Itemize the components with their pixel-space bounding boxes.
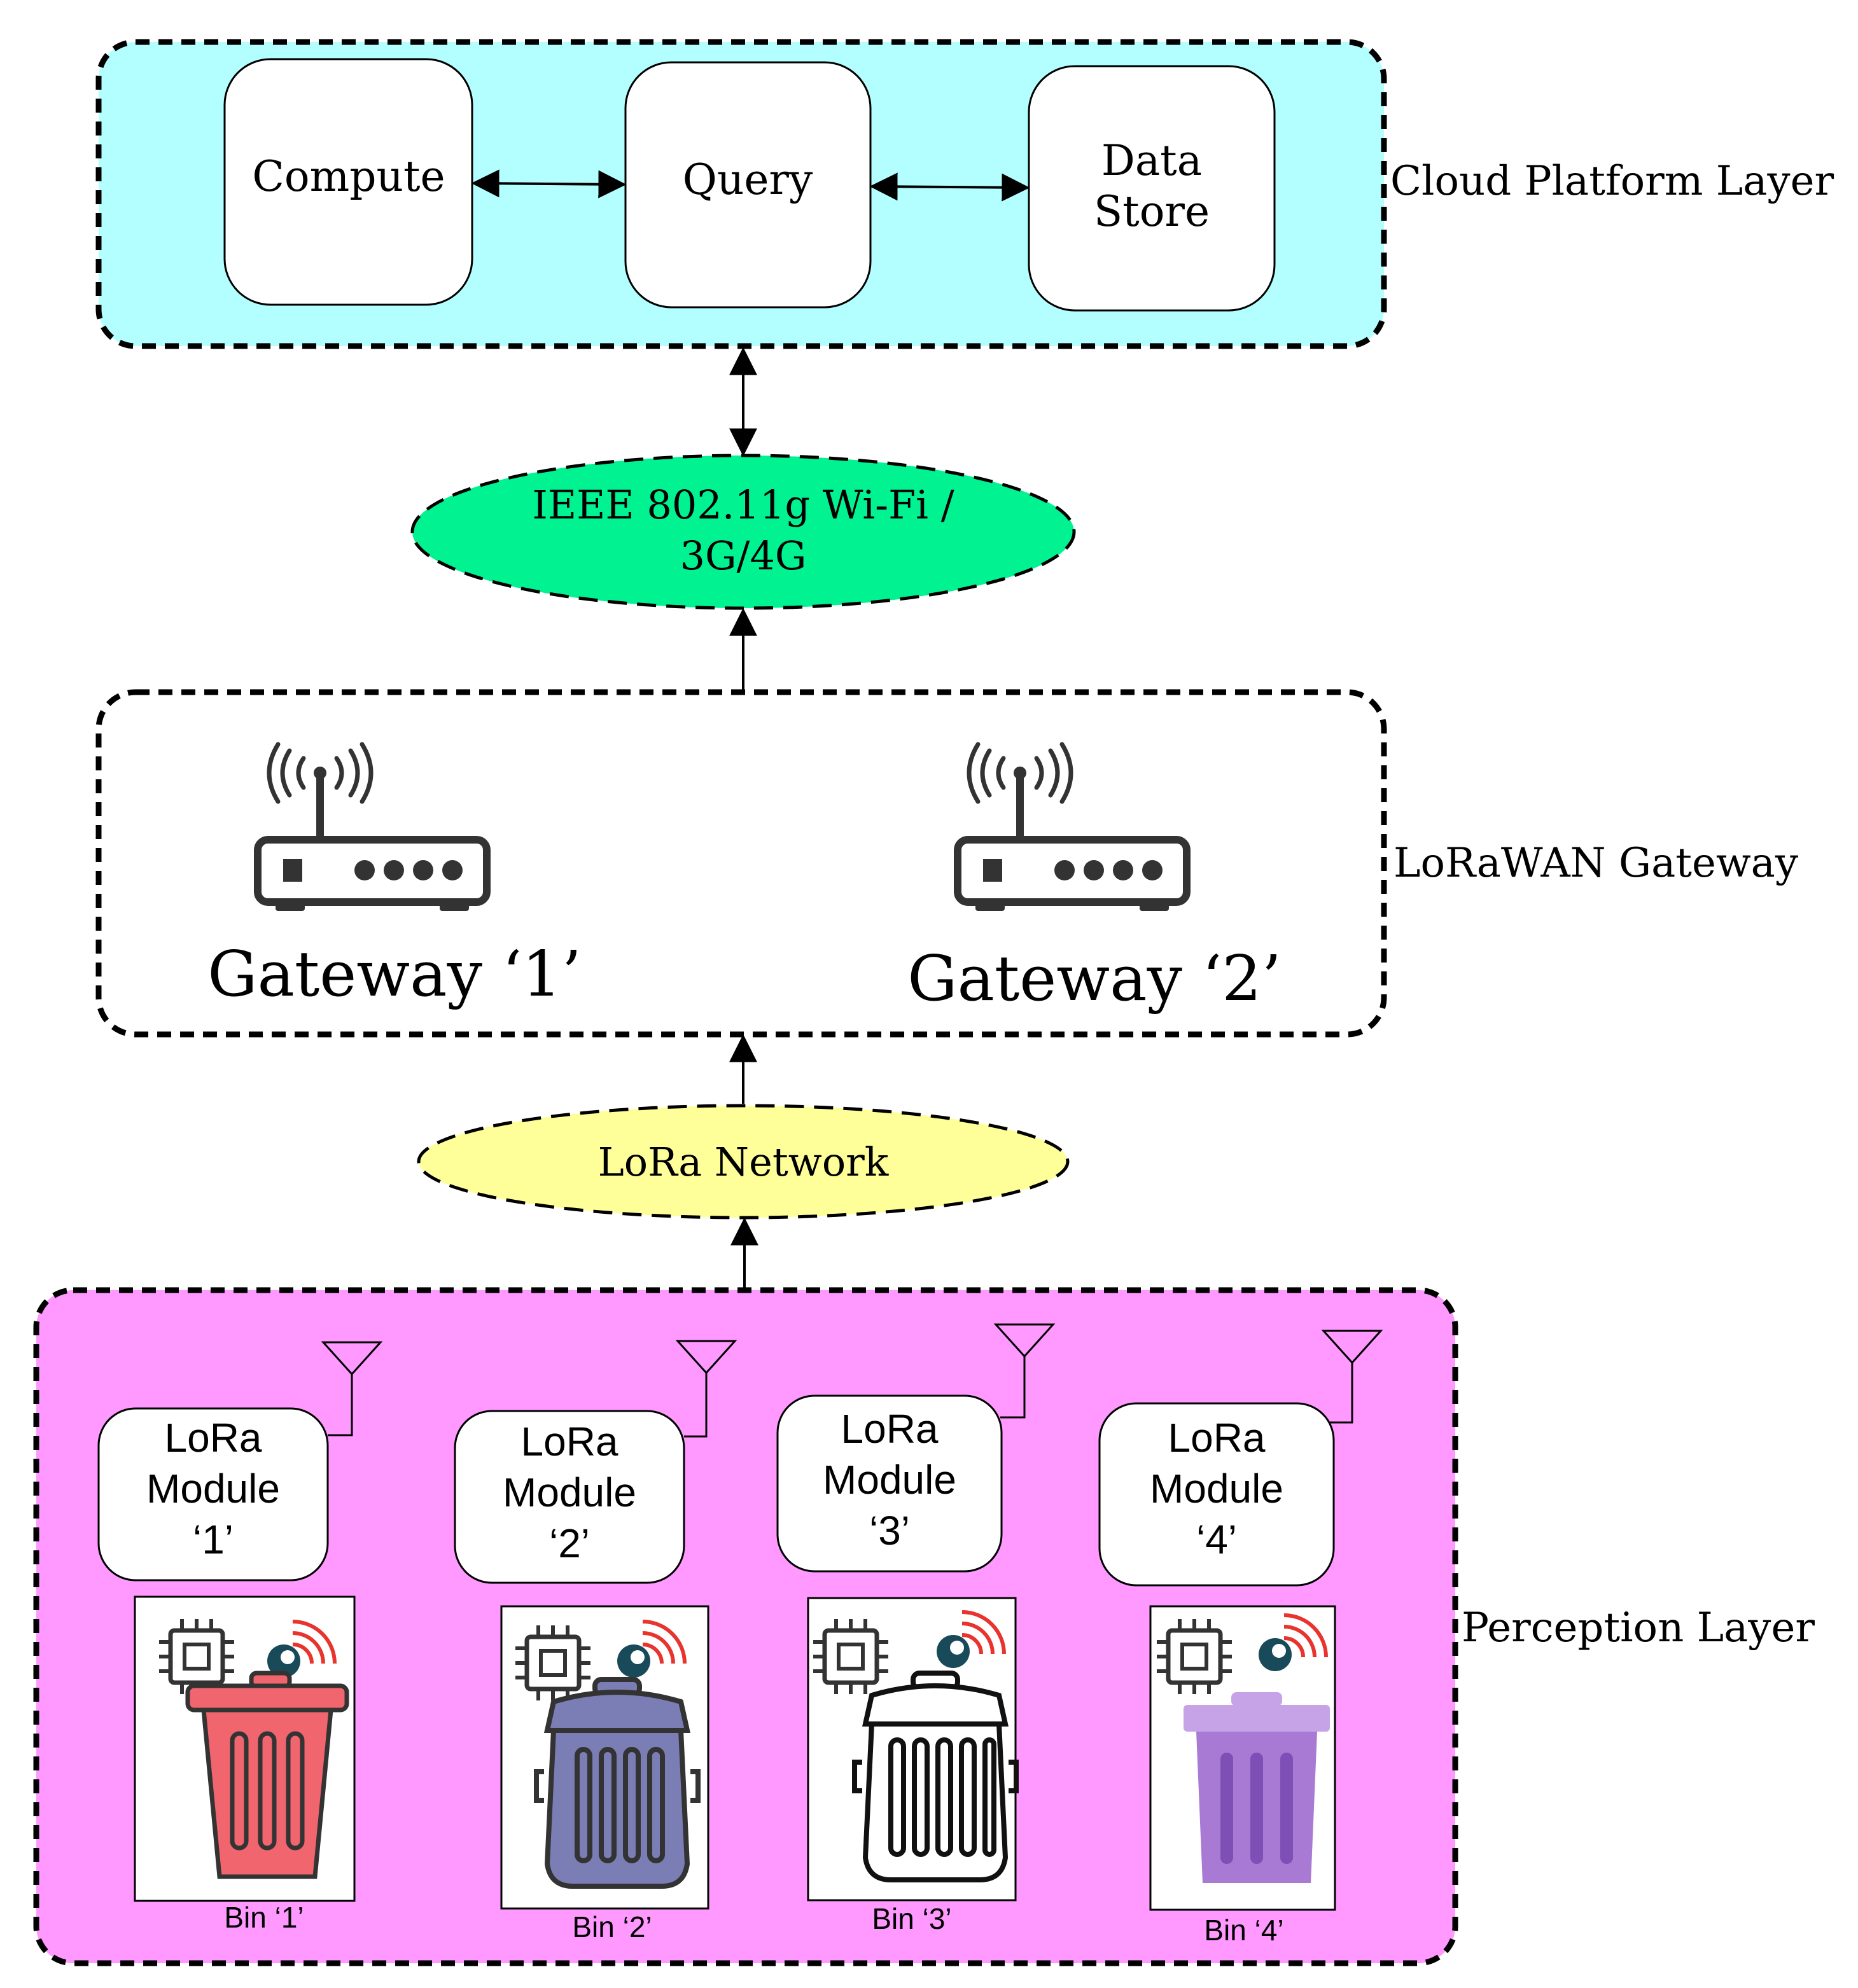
query-label: Query	[683, 155, 813, 204]
smart-bin-1[interactable]: Bin ‘1’	[134, 1595, 356, 1934]
wifi-cellular-network: IEEE 802.11g Wi-Fi / 3G/4G	[410, 454, 1076, 610]
query-node[interactable]: Query	[624, 61, 872, 309]
wifi-ellipse	[410, 454, 1076, 610]
perception-layer-label: Perception Layer	[1462, 1604, 1815, 1651]
wifi-label-line2: 3G/4G	[680, 532, 807, 579]
bin-4-label: Bin ‘4’	[1204, 1914, 1283, 1947]
query-datastore-arrow	[869, 172, 1030, 202]
lora-module-3[interactable]: LoRa Module ‘3’	[776, 1323, 1056, 1573]
trash-bin-icon	[534, 1677, 701, 1889]
module-2-line2: Module	[503, 1470, 636, 1515]
antenna-icon	[1321, 1330, 1383, 1424]
module-2-line1: LoRa	[521, 1419, 618, 1464]
bin-2-label: Bin ‘2’	[572, 1910, 652, 1943]
sensor-signal-icon	[937, 1610, 1006, 1668]
cloud-platform-layer: Compute Query Data Store Cloud Platform …	[95, 39, 1834, 349]
datastore-label-line1: Data	[1101, 136, 1202, 185]
perception-layer: Perception Layer LoRa Module ‘1’	[33, 1287, 1815, 1966]
gateway-layer-label: LoRaWAN Gateway	[1394, 840, 1798, 887]
wifi-router-icon	[254, 742, 491, 911]
lora-module-2[interactable]: LoRa Module ‘2’	[454, 1340, 737, 1584]
wifi-router-icon	[954, 742, 1191, 911]
compute-query-arrow	[471, 169, 627, 198]
bin-1-label: Bin ‘1’	[224, 1901, 304, 1934]
trash-bin-icon	[852, 1671, 1019, 1882]
sensor-signal-icon	[617, 1620, 687, 1678]
module-2-line3: ‘2’	[549, 1520, 590, 1566]
gateway-2-label: Gateway ‘2’	[907, 943, 1282, 1015]
module-1-line1: LoRa	[165, 1415, 262, 1461]
lora-network: LoRa Network	[417, 1104, 1070, 1220]
smart-bin-3[interactable]: Bin ‘3’	[807, 1597, 1019, 1935]
module-3-line1: LoRa	[841, 1406, 939, 1452]
module-4-line2: Module	[1150, 1466, 1283, 1512]
module-1-line2: Module	[146, 1466, 280, 1512]
compute-node[interactable]: Compute	[223, 58, 473, 306]
gateway-2[interactable]: Gateway ‘2’	[907, 742, 1282, 1015]
sensor-signal-icon	[267, 1620, 337, 1678]
gateway-1-label: Gateway ‘1’	[207, 938, 582, 1011]
module-1-line3: ‘1’	[193, 1517, 234, 1562]
gateway-1[interactable]: Gateway ‘1’	[207, 742, 582, 1011]
module-4-line3: ‘4’	[1196, 1517, 1237, 1562]
lora-network-label: LoRa Network	[598, 1139, 889, 1185]
sensor-signal-icon	[1259, 1613, 1328, 1671]
cloud-layer-label: Cloud Platform Layer	[1390, 158, 1834, 205]
lorawan-gateway-layer: Gateway ‘1’ Gateway ‘2’	[95, 689, 1798, 1038]
smart-bin-4[interactable]: Bin ‘4’	[1149, 1605, 1336, 1947]
chip-icon	[515, 1625, 590, 1700]
chip-icon	[1157, 1619, 1232, 1694]
antenna-icon	[993, 1323, 1056, 1419]
antenna-icon	[321, 1341, 383, 1436]
datastore-label-line2: Store	[1094, 187, 1210, 236]
module-3-line2: Module	[823, 1457, 956, 1503]
trash-bin-icon	[1184, 1692, 1330, 1883]
smart-bin-2[interactable]: Bin ‘2’	[500, 1605, 709, 1943]
antenna-icon	[675, 1340, 737, 1438]
module-4-line1: LoRa	[1168, 1415, 1266, 1461]
chip-icon	[813, 1619, 888, 1694]
chip-icon	[159, 1619, 234, 1694]
bin-3-label: Bin ‘3’	[872, 1902, 951, 1935]
lora-module-4[interactable]: LoRa Module ‘4’	[1098, 1330, 1383, 1587]
compute-label: Compute	[252, 152, 445, 201]
trash-bin-icon	[185, 1671, 349, 1879]
lora-module-1[interactable]: LoRa Module ‘1’	[97, 1341, 383, 1581]
datastore-node[interactable]: Data Store	[1028, 65, 1276, 312]
wifi-label-line1: IEEE 802.11g Wi-Fi /	[532, 482, 954, 528]
module-3-line3: ‘3’	[869, 1508, 910, 1554]
